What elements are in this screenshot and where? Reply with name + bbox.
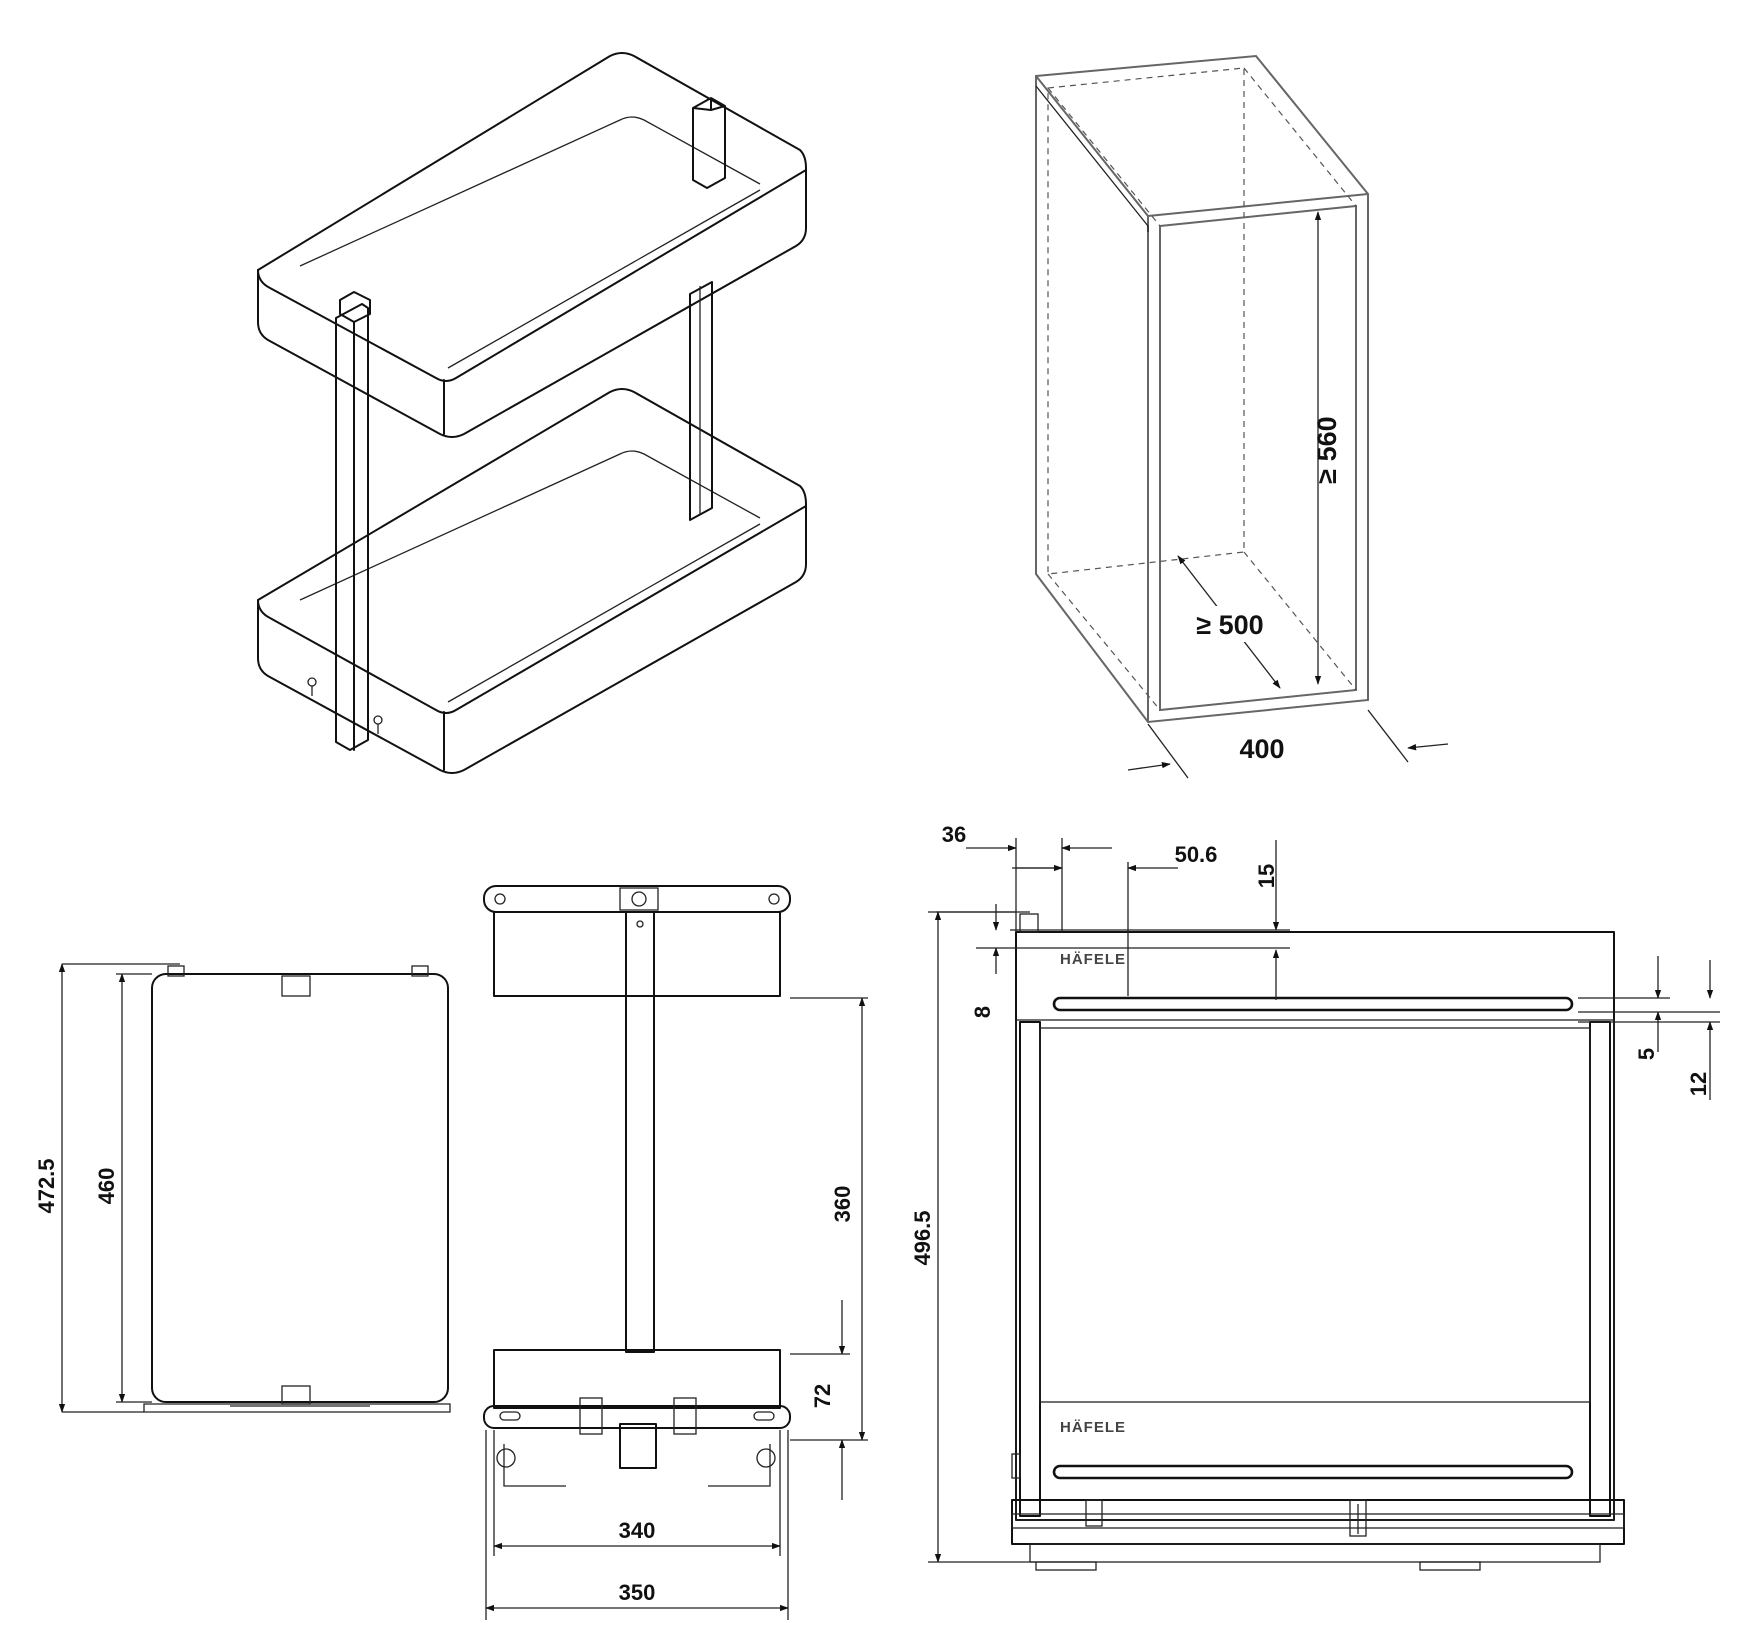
dim-label-outer-width: 350 bbox=[619, 1580, 656, 1605]
dim-label-offset-right: 50.6 bbox=[1175, 842, 1218, 867]
basket-bottom-tier bbox=[257, 388, 807, 774]
dim-label-rim-height: 8 bbox=[970, 1006, 995, 1018]
dim-label-rail-height: 12 bbox=[1686, 1072, 1711, 1096]
dim-label-top-gap: 15 bbox=[1254, 864, 1279, 888]
dim-label-frame-height: 460 bbox=[94, 1168, 119, 1205]
cabinet-isometric-view bbox=[1035, 54, 1369, 724]
dim-label-min-depth: ≥ 500 bbox=[1196, 610, 1263, 640]
elevation-dimensions: 36 50.6 15 8 5 12 496.5 bbox=[910, 822, 1720, 1563]
dim-label-bottom-offset: 72 bbox=[810, 1384, 835, 1408]
side-view: 472.5 460 bbox=[34, 963, 451, 1413]
dim-label-total-height: 496.5 bbox=[910, 1210, 935, 1265]
dim-label-inner-width: 340 bbox=[619, 1518, 656, 1543]
dim-label-offset-left: 36 bbox=[942, 822, 966, 847]
dim-label-rail-thickness: 5 bbox=[1634, 1048, 1659, 1060]
dim-label-min-height: ≥ 560 bbox=[1312, 416, 1342, 483]
front-view: 360 72 340 350 bbox=[483, 885, 868, 1620]
dim-label-overall-height: 472.5 bbox=[34, 1158, 59, 1213]
basket-isometric-view bbox=[257, 52, 807, 774]
basket-top-tier bbox=[257, 52, 807, 438]
cabinet-dimensions: ≥ 560 ≥ 500 400 bbox=[1127, 211, 1449, 779]
brand-logo-bottom: HÄFELE bbox=[1060, 1419, 1126, 1436]
dim-label-width: 400 bbox=[1239, 734, 1284, 764]
elevation-view: HÄFELE HÄFELE bbox=[1011, 913, 1625, 1571]
brand-logo-top: HÄFELE bbox=[1060, 951, 1126, 968]
basket-posts bbox=[335, 281, 713, 751]
dim-label-tier-spacing: 360 bbox=[830, 1186, 855, 1223]
